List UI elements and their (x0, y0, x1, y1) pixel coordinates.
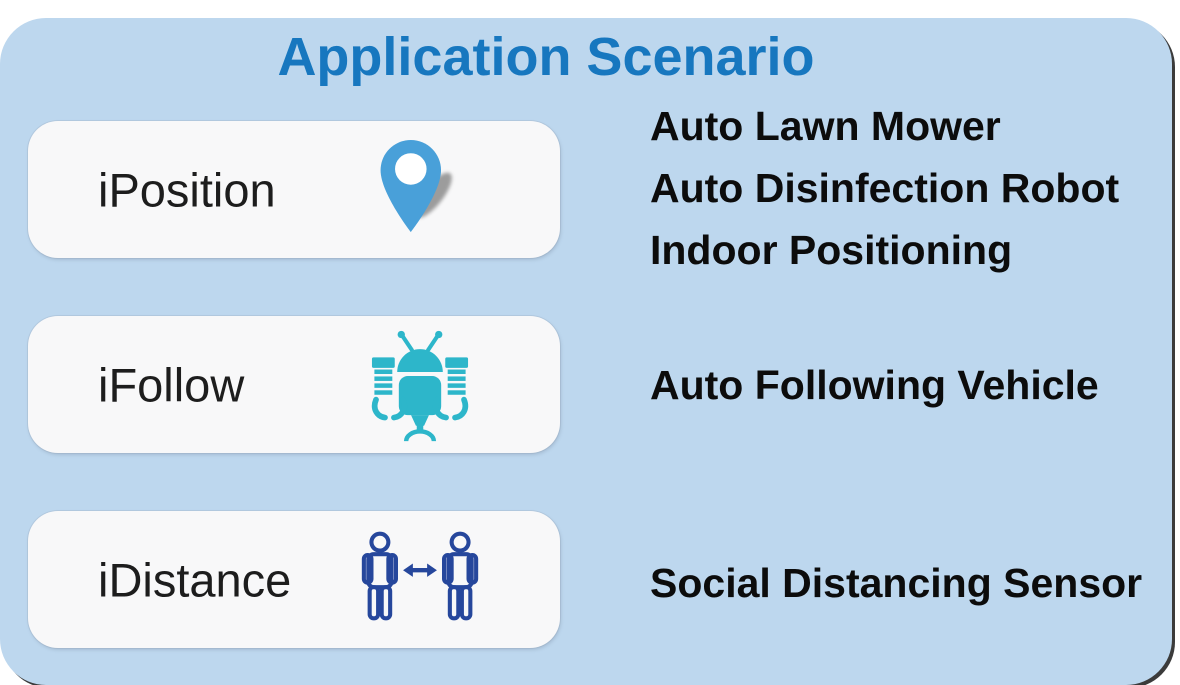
product-label: iPosition (98, 163, 276, 216)
robot-icon (340, 316, 500, 453)
applications-idistance: Social Distancing Sensor (650, 552, 1142, 614)
card-iposition: iPosition (28, 121, 560, 258)
application-item: Auto Lawn Mower (650, 103, 1001, 149)
card-idistance: iDistance (28, 511, 560, 648)
page-title: Application Scenario (277, 27, 815, 87)
applications-ifollow: Auto Following Vehicle (650, 354, 1099, 416)
product-label: iDistance (98, 553, 292, 606)
application-scenario-panel: Application Scenario iPosition Auto Lawn… (0, 18, 1172, 685)
location-pin-icon (340, 121, 500, 258)
application-item: Indoor Positioning (650, 227, 1013, 273)
application-item: Social Distancing Sensor (650, 560, 1143, 606)
application-item: Auto Following Vehicle (650, 362, 1099, 408)
social-distance-icon (340, 511, 500, 648)
application-item: Auto Disinfection Robot (650, 165, 1120, 211)
card-ifollow: iFollow (28, 316, 560, 453)
product-label: iFollow (98, 358, 245, 411)
applications-iposition: Auto Lawn Mower Auto Disinfection Robot … (650, 95, 1119, 281)
